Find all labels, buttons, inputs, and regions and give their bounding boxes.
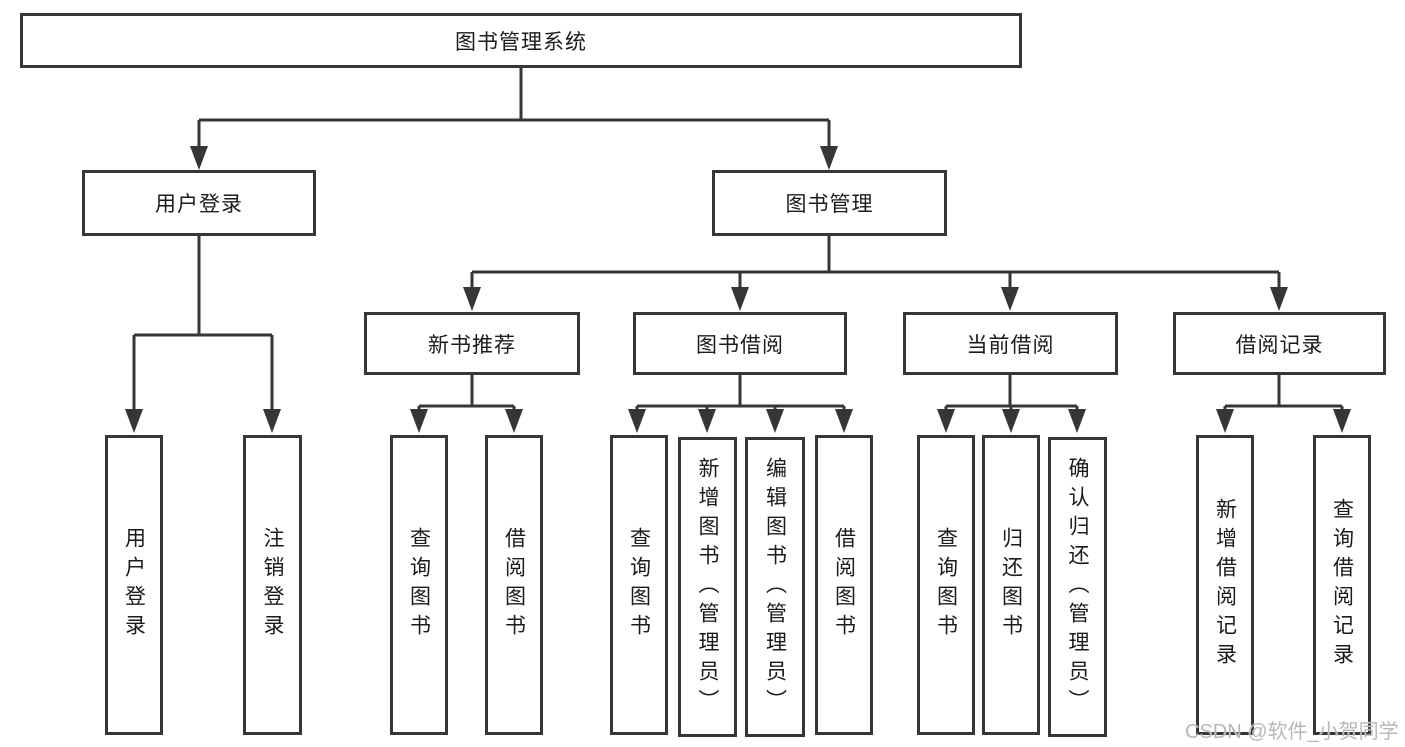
- branch-user-login: 用户登录: [82, 170, 316, 236]
- arrowhead: [698, 409, 716, 433]
- leaf-add-book-admin: 新增图书（管理员）: [678, 437, 737, 737]
- section-borrow-records: 借阅记录: [1173, 312, 1386, 375]
- section-new-book-recommend: 新书推荐: [364, 312, 580, 375]
- leaf-add-borrow-record: 新增借阅记录: [1196, 435, 1254, 735]
- arrowhead: [125, 409, 143, 433]
- arrowhead: [190, 146, 208, 170]
- arrowhead: [766, 409, 784, 433]
- arrowhead: [410, 409, 428, 433]
- arrowhead: [820, 146, 838, 170]
- arrowhead: [505, 409, 523, 433]
- arrowhead: [463, 287, 481, 311]
- section-book-borrow: 图书借阅: [633, 312, 847, 375]
- root-node: 图书管理系统: [20, 13, 1022, 68]
- arrowhead: [628, 409, 646, 433]
- leaf-edit-book-admin: 编辑图书（管理员）: [745, 437, 805, 737]
- leaf-query-books-3: 查询图书: [917, 435, 975, 735]
- arrowhead: [835, 409, 853, 433]
- leaf-logout: 注销登录: [243, 435, 302, 735]
- watermark: CSDN @软件_小贺同学: [1185, 721, 1399, 743]
- leaf-return-book: 归还图书: [982, 435, 1040, 735]
- arrowhead: [1333, 409, 1351, 433]
- branch-book-management: 图书管理: [712, 170, 947, 236]
- leaf-borrow-books-2: 借阅图书: [815, 435, 873, 735]
- section-current-borrow: 当前借阅: [903, 312, 1118, 375]
- arrowhead: [1270, 287, 1288, 311]
- leaf-query-borrow-record: 查询借阅记录: [1313, 435, 1371, 735]
- leaf-borrow-books-1: 借阅图书: [485, 435, 543, 735]
- arrowhead: [1001, 287, 1019, 311]
- arrowhead: [1002, 409, 1020, 433]
- arrowhead: [1068, 409, 1086, 433]
- arrowhead: [731, 287, 749, 311]
- leaf-user-login: 用户登录: [105, 435, 163, 735]
- arrowhead: [937, 409, 955, 433]
- arrowhead: [263, 409, 281, 433]
- leaf-query-books-1: 查询图书: [390, 435, 448, 735]
- arrowheads: [125, 146, 1351, 433]
- arrowhead: [1216, 409, 1234, 433]
- leaf-confirm-return-admin: 确认归还（管理员）: [1048, 437, 1107, 737]
- leaf-query-books-2: 查询图书: [610, 435, 668, 735]
